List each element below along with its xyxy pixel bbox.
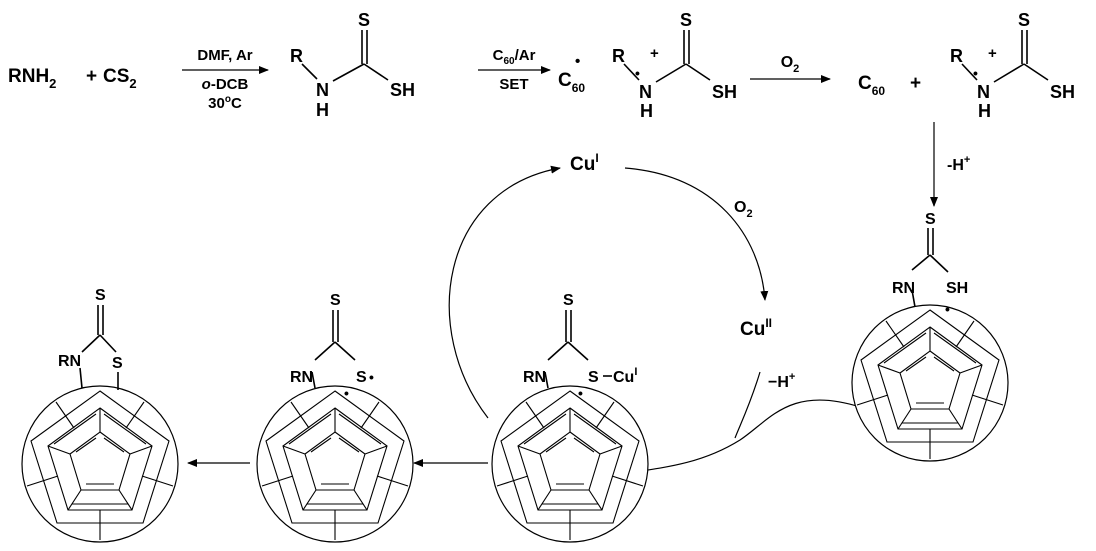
svg-text:SH: SH [712,82,737,102]
dithiocarbamic-acid-structure: R N H S SH [290,10,415,120]
svg-text:RN: RN [892,280,915,297]
svg-text:R: R [612,46,625,66]
svg-text:N: N [639,82,652,102]
svg-text:R: R [290,46,303,66]
svg-text:RN: RN [58,353,81,370]
svg-text:•: • [578,385,583,401]
arc-cu2-to-complex [734,371,761,439]
svg-text:R: R [950,46,963,66]
deprotonation-label-mid: −H+ [768,371,795,391]
svg-text:S: S [112,355,123,372]
c60-neutral: C60 [858,73,885,98]
conditions-1-cosolvent: o-DCB [202,76,249,93]
deprotonation-label-right: -H+ [947,154,970,174]
svg-text:+: + [988,45,997,62]
arc-cu1-to-cu2 [624,167,769,301]
fullerene-adduct-right: RN S SH • [851,211,1009,462]
svg-text:S: S [358,10,370,30]
c60-radical-anion: C60 [558,70,585,95]
conditions-2-set: SET [499,76,528,93]
fullerene-thiyl-radical: RN S S • • [256,292,414,543]
copper-ii-label: CuII [740,316,772,340]
radical-cation-structure-1: R N • + H S SH [612,10,737,121]
svg-text:•: • [635,65,640,81]
svg-text:S: S [588,369,599,386]
svg-text:H: H [640,101,653,121]
svg-text:CuI: CuI [613,366,637,386]
svg-text:•: • [369,369,374,385]
svg-text:SH: SH [1050,82,1075,102]
conditions-2-reagent: C60/Ar [493,47,536,67]
svg-text:SH: SH [946,280,968,297]
svg-text:H: H [316,100,329,120]
svg-text:RN: RN [523,369,546,386]
svg-text:H: H [978,101,991,121]
svg-text:+: + [650,45,659,62]
svg-text:S: S [563,292,574,309]
arc-to-copper-complex [619,399,861,477]
svg-text:•: • [344,385,349,401]
fullerene-product: RN S S [21,287,179,543]
svg-text:•: • [973,65,978,81]
reactant-amine: RNH2 [8,66,56,91]
c60-radical-dot: • [575,53,580,70]
oxygen-label-cycle: O2 [734,199,753,220]
svg-text:N: N [316,80,329,100]
reactant-plus: + [86,66,97,87]
radical-cation-structure-2: R N • + H S SH [950,10,1075,121]
arc-complex-to-cu1 [448,165,561,419]
svg-text:SH: SH [390,80,415,100]
svg-text:RN: RN [290,369,313,386]
svg-text:S: S [925,211,936,228]
reactant-cs2: CS2 [103,66,137,91]
conditions-1-temperature: 30oC [208,94,242,112]
svg-text:S: S [356,369,367,386]
svg-text:S: S [1018,10,1030,30]
svg-text:S: S [680,10,692,30]
svg-text:S: S [95,287,106,304]
svg-text:N: N [977,82,990,102]
svg-text:•: • [945,301,950,317]
svg-text:S: S [330,292,341,309]
oxygen-label-top: O2 [781,54,800,75]
conditions-1-solvent: DMF, Ar [197,47,252,64]
plus-sign: + [910,73,921,94]
copper-i-label: CuI [570,151,599,175]
fullerene-copper-complex: RN S S CuI • [491,292,649,543]
